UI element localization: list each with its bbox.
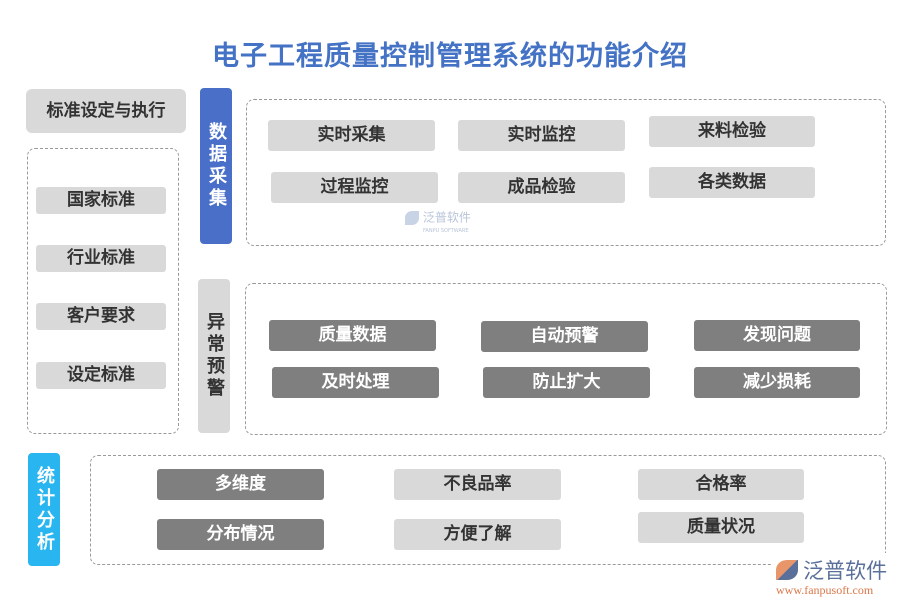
item: 防止扩大 [483,367,650,398]
item: 过程监控 [271,172,438,203]
tab-data-collection: 数据采集 [200,88,232,244]
left-item: 设定标准 [36,362,166,389]
item: 各类数据 [649,167,815,198]
item: 方便了解 [394,519,561,550]
item: 多维度 [157,469,324,500]
tab-anomaly-warning: 异常预警 [198,279,230,433]
left-item: 客户要求 [36,303,166,330]
brand-logo: 泛普软件 www.fanpusoft.com [772,553,892,600]
item: 减少损耗 [694,367,860,398]
section-anomaly-warning [245,283,887,435]
item: 合格率 [638,469,804,500]
left-header: 标准设定与执行 [26,89,186,133]
logo-name: 泛普软件 [803,559,888,583]
watermark: 泛普软件 FANPU SOFTWARE [405,211,471,237]
item: 不良品率 [394,469,561,500]
page-title: 电子工程质量控制管理系统的功能介绍 [212,41,688,72]
section-statistics [90,455,886,565]
watermark-logo-icon [405,211,419,225]
item: 及时处理 [272,367,439,398]
watermark-name: 泛普软件 [422,210,471,225]
logo-icon [776,560,798,580]
watermark-sub: FANPU SOFTWARE [423,228,469,234]
item: 分布情况 [157,519,324,550]
item: 实时监控 [458,120,625,151]
item: 自动预警 [481,321,648,352]
item: 成品检验 [458,172,625,203]
item: 质量状况 [638,512,804,543]
left-panel [27,148,179,434]
item: 质量数据 [269,320,436,351]
item: 来料检验 [649,116,815,147]
item: 实时采集 [268,120,435,151]
left-item: 国家标准 [36,187,166,214]
logo-url: www.fanpusoft.com [776,583,874,597]
left-item: 行业标准 [36,245,166,272]
section-data-collection [246,99,886,246]
tab-statistics: 统计分析 [28,453,60,566]
item: 发现问题 [694,320,860,351]
